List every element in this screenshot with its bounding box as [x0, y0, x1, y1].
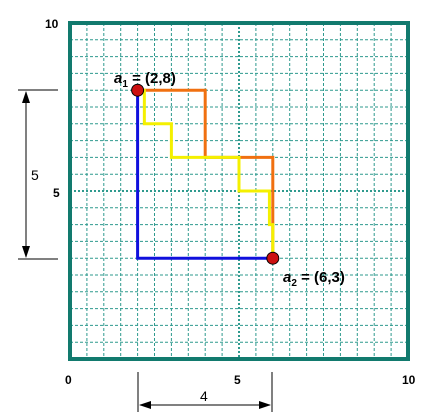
- plot-frame: [68, 21, 410, 361]
- x-tick-5: 5: [234, 373, 241, 387]
- x-tick-0: 0: [65, 373, 72, 387]
- x-tick-10: 10: [402, 373, 416, 387]
- point-a2-label: a2 = (6,3): [283, 269, 345, 289]
- y-tick-10: 10: [45, 17, 59, 31]
- yellow-staircase-path: [137, 88, 275, 259]
- point-a1-marker: [131, 83, 145, 97]
- y-tick-5: 5: [53, 186, 60, 200]
- horizontal-dimension: 4: [137, 372, 273, 412]
- horizontal-dimension-label: 4: [200, 388, 208, 404]
- blue-l-path: [136, 90, 273, 260]
- vertical-dimension: 5: [18, 89, 58, 260]
- point-a1-label: a1 = (2,8): [114, 70, 176, 90]
- vertical-dimension-label: 5: [31, 167, 39, 183]
- point-a2-marker: [266, 251, 280, 265]
